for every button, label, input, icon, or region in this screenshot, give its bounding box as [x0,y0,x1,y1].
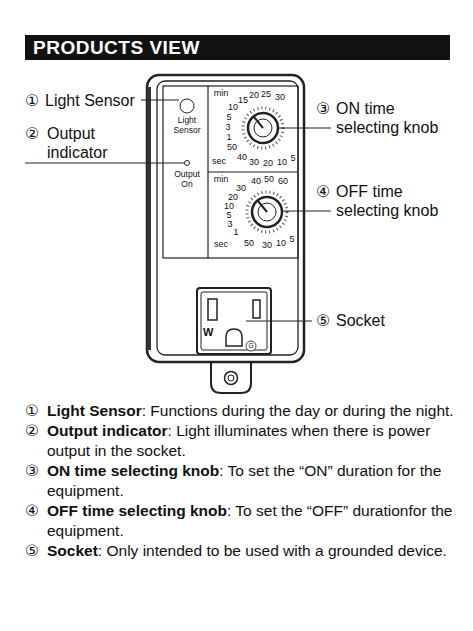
ground-letter: G [248,343,253,350]
term: Socket [47,542,98,559]
dial-number: 10 [276,238,286,248]
dial-number: 5 [290,153,295,163]
term: ON time selecting knob [47,462,219,479]
description: : Functions during the day or during the… [142,402,454,419]
socket-mark: W [203,326,213,338]
callout-number: ② [25,124,39,143]
callout-number: ③ [316,99,330,118]
dial-number: 15 [238,95,248,105]
off-knob [252,197,282,227]
description-item: ① Light Sensor: Functions during the day … [25,401,455,421]
dial-number: 30 [236,183,246,193]
dial-number: 20 [249,90,259,100]
dial-number: min [214,174,229,184]
description-item: ②Output indicator: Light illuminates whe… [25,421,455,461]
control-panel [163,86,298,258]
body-edge [147,87,151,350]
description-item: ④OFF time selecting knob: To set the “OF… [25,501,455,541]
dial-number: 10 [277,157,287,167]
description-list: ① Light Sensor: Functions during the day … [25,401,455,561]
dial-ticks [247,192,287,232]
light-sensor [180,99,194,113]
callout-label: Light Sensor [45,91,135,110]
neutral-slot [208,299,217,320]
dial-number: 30 [249,157,259,167]
leader-line [25,163,184,164]
dial-number: 30 [262,240,272,250]
dial-number: 5 [226,112,231,122]
callout-number: ④ [25,501,39,521]
mount-hole [225,372,238,385]
output-led [185,161,190,166]
term: Output indicator [47,422,168,439]
dial-number: sec [214,239,228,249]
hot-slot [253,300,260,318]
dial-number: 1 [226,132,231,142]
dial-number: 10 [224,201,234,211]
dial-number: 50 [244,238,254,248]
title-text: PRODUCTS VIEW [25,35,450,60]
on-knob [248,113,278,143]
callout-number: ① [25,401,39,421]
description-item: ③ON time selecting knob: To set the “ON”… [25,461,455,501]
device-body [147,75,304,362]
front-face [157,81,298,355]
callout-number: ③ [25,461,39,481]
dial-number: 60 [278,176,288,186]
device-label: Light Sensor [169,116,205,135]
callout-label: Output indicator [47,124,127,162]
dial-ticks [243,108,283,148]
callout-number: ⑤ [316,311,330,330]
dial-number: 30 [275,92,285,102]
dial-number: 3 [225,122,230,132]
term: Light Sensor [47,402,142,419]
device-label: Output On [169,170,205,189]
dial-number: 50 [264,174,274,184]
dial-number: min [214,88,229,98]
dial-number: 5 [226,210,231,220]
panel-divider [208,171,298,172]
dial-number: 40 [251,176,261,186]
dial-number: sec [212,156,226,166]
description: : Only intended to be used with a ground… [98,542,447,559]
knob-pointer [258,201,267,212]
title-band: PRODUCTS VIEW [25,35,450,60]
dial-number: 5 [289,234,294,244]
callout-number: ② [25,421,39,441]
dial-number: 3 [227,219,232,229]
leader-line [278,128,331,129]
ground-mark [246,341,256,351]
mount-hole-inner [228,375,234,381]
description-item: ⑤ Socket: Only intended to be used with a… [25,541,455,561]
dial-number: 1 [233,227,238,237]
leader-line [141,100,179,101]
callout-number: ⑤ [25,541,39,561]
term: OFF time selecting knob [47,502,227,519]
callout-label: ON time selecting knob [336,99,456,137]
leader-line [246,321,312,322]
dial-number: 50 [227,142,237,152]
dial-number: 40 [237,152,247,162]
dial-number: 25 [261,89,271,99]
callout-label: Socket [336,311,385,330]
callout-number: ① [25,91,39,110]
leader-line [282,211,331,212]
knob-pointer [254,117,263,128]
dial-number: 10 [228,102,238,112]
callout-label: OFF time selecting knob [336,182,456,220]
dial-number: 20 [228,192,238,202]
ground-hole [226,329,242,346]
callout-number: ④ [316,182,330,201]
dial-number: 20 [263,158,273,168]
